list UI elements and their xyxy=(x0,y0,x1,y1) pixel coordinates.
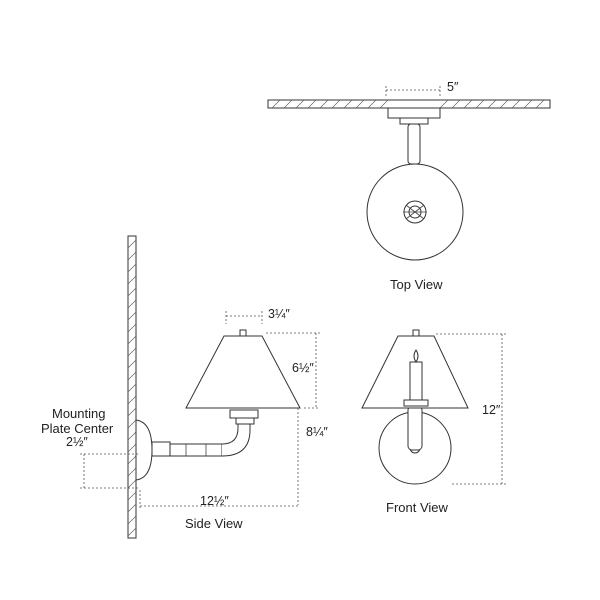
side-view-lower-label: 8¼″ xyxy=(306,425,328,439)
top-view-arm xyxy=(407,123,421,165)
front-view-arm xyxy=(407,405,423,451)
top-view-label: Top View xyxy=(390,277,443,292)
top-view-mounting-plate xyxy=(387,107,441,119)
side-view-wall xyxy=(127,235,137,539)
side-view-collar xyxy=(229,409,259,419)
side-view-label: Side View xyxy=(185,516,243,531)
top-view: 5″ Top View xyxy=(267,80,551,292)
side-view-backplate xyxy=(135,419,153,481)
top-view-plate-boss xyxy=(399,117,429,125)
mounting-label-line2: Plate Center xyxy=(41,421,114,436)
side-view: 3¼″ 6½″ 8¼″ 12½″ Mounting Plate Center 2… xyxy=(41,235,328,539)
front-view-bulb xyxy=(413,349,419,363)
side-view-shade xyxy=(185,335,301,409)
mounting-label-line1: Mounting xyxy=(52,406,105,421)
front-view: 12″ Front View xyxy=(361,329,506,515)
side-view-shade-top-label: 3¼″ xyxy=(268,307,290,321)
top-view-depth-label: 5″ xyxy=(447,80,459,94)
front-view-label: Front View xyxy=(386,500,449,515)
side-view-shade-height-label: 6½″ xyxy=(292,361,314,375)
top-view-depth-dimension xyxy=(385,86,441,96)
side-view-arm xyxy=(151,423,251,457)
side-view-finial xyxy=(239,329,247,337)
side-view-projection-label: 12½″ xyxy=(200,494,229,508)
front-view-height-label: 12″ xyxy=(482,403,501,417)
front-view-finial xyxy=(412,329,420,337)
mounting-dim-label: 2½″ xyxy=(66,435,88,449)
side-view-dimensions xyxy=(80,311,320,510)
front-view-candle xyxy=(409,361,423,401)
front-view-height-dimension xyxy=(436,333,506,485)
top-view-wall xyxy=(267,99,551,109)
